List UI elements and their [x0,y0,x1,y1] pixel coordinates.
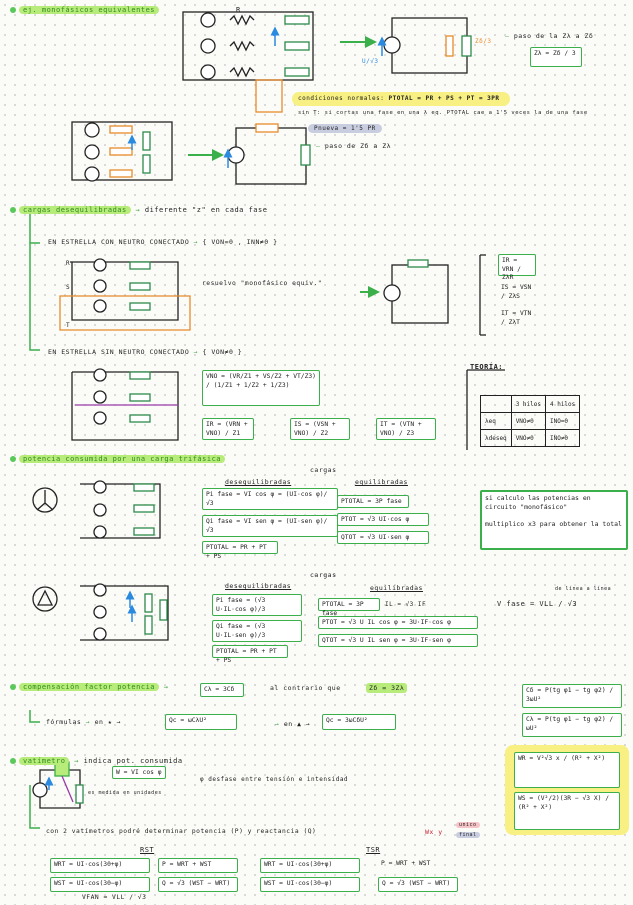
formula-IR2: IR = (VRN + VNO) / Z1 [202,418,254,440]
cargas-label-2: cargas [310,571,337,579]
medida-text: es medida en unidades [88,790,162,796]
highlight-cond [292,92,510,106]
desfase-text: φ desfase entre tensión e intensidad [200,776,349,783]
wxy-label: Wx y [425,828,443,836]
section-heading-1: ej. monofásicos equivalentes [10,6,160,14]
formula-clambda: Cλ = P(tg φ1 − tg φ2) / ωU² [522,713,622,737]
formula-WS: WS = (V²/2)(3R − √3 X) / (R² + X²) [514,792,620,830]
tsr-label: TSR [366,846,381,854]
en-delta: → en ▲ → [275,720,311,728]
pnueva-badge: Pnueva = 1'5 PR [308,124,382,133]
formula-t4: Q = √3 (WST − WRT) [378,877,458,892]
section-heading-5: vatímetro → indica pot. consumida [10,757,183,765]
formula-d-p: Pi fase = (√3 U·IL·cos φ)/3 [212,594,302,616]
section-title-3: potencia consumida por una carga trifási… [19,455,226,463]
deseq-label-2: desequilibradas [225,582,292,590]
dos-vatimetros: con 2 vatímetros podré determinar potenc… [46,828,317,835]
formula-y-e1: PTOTAL = 3P fase [337,495,409,508]
formula-IT: IT = VTN / ZλT [501,310,532,326]
teoria-title: TEORÍA: [470,363,504,371]
unico-badge: unico [456,822,480,828]
formula-IS: IS = VSN / ZλS [501,284,532,300]
estrella-con: EN ESTRELLA CON NEUTRO CONECTADO → { VON… [48,238,278,246]
formula-d-pt: PTOTAL = PR + PT + PS [212,645,288,664]
section-title-2: cargas desequilibradas [19,206,131,214]
phase-S: S [66,284,71,291]
estrella-sin: EN ESTRELLA SIN NEUTRO CONECTADO → { VON… [48,348,243,356]
deseq-label: desequilibradas [225,478,292,486]
formula-r1: WRT = UI·cos(30+φ) [50,858,150,873]
formula-IR: IR = VRN / ZλR [498,254,536,281]
vfase-formula: V fase = VLL / √3 [497,600,578,608]
paso2: — paso de Zδ a Zλ [316,142,392,150]
voltage-label: U [272,30,277,38]
formula-d-e1b: IL = √3 IF [385,601,427,608]
equil-label-2: equilibradas [370,584,423,592]
formula-y-e2: PTOT = √3 UI·cos φ [337,513,429,526]
formula-WR: WR = V²√3 x / (R² + X²) [514,752,620,788]
rst-label: RST [140,846,155,854]
formula-d-e1: PTOTAL = 3P fase [318,598,380,617]
formula-t2: WST = UI·cos(30−φ) [260,877,360,892]
section-heading-4: compensación factor potencia → [10,683,168,691]
formula-d-q: Qi fase = (√3 U·IL·sen φ)/3 [212,620,302,642]
voltage-sqrt3-label: U/√3 [362,58,379,65]
section-title-1: ej. monofásicos equivalentes [19,6,160,14]
formula-w: W = VI cos φ [112,766,166,779]
formula-r2: WST = UI·cos(30−φ) [50,877,150,892]
resuelvo-text: resuelvo "monofásico equiv." [202,280,323,287]
section-title-4: compensación factor potencia [19,683,160,691]
formula-y-p: Pi fase = VI cos φ = (UI·cos φ)/√3 [202,488,338,510]
formulas-line: fórmulas → en ★ → [46,718,122,726]
cond-note: sin T: si cortas una fase en una λ eq. P… [298,110,588,116]
note-box: si calculo las potencias en circuito "mo… [480,490,628,550]
formula-c2: Zδ = 3Zλ [366,683,408,693]
formula-r3: P = WRT + WST [158,858,238,873]
formula-c1: Cλ = 3Cδ [200,683,244,697]
resistor-label: R [236,6,241,14]
formula-IT2: IT = (VTN + VNO) / Z3 [376,418,436,440]
formula-IS2: IS = (VSN + VNO) / Z2 [290,418,350,440]
phase-R: R [66,260,71,267]
formula-y-e3: QTOT = √3 UI·sen φ [337,531,429,544]
formula-f1: Qc = ωCλU² [165,714,237,730]
formula-y-pt: PTOTAL = PR + PT + PS [202,541,278,560]
cond-label: condiciones normales: PTOTAL = PR + PS +… [298,95,500,102]
formula-t3: P = WRT + WST [381,860,431,867]
section-subtitle-2: diferente "z" en cada fase [144,206,268,214]
paso1: — paso de la Zλ a Zδ [505,32,594,40]
section-heading-3: potencia consumida por una carga trifási… [10,455,226,463]
equil-label: equilibradas [355,478,408,486]
formula-y-q: Qi fase = VI sen φ = (UI·sen φ)/√3 [202,515,338,537]
phase-T: T [66,322,71,329]
contrario-text: al contrario que [270,684,341,692]
zdelta-third-label: Zδ/3 [475,38,492,45]
vfase-note: de línea a línea [555,586,612,592]
vfan-formula: VFAN = VLL / √3 [82,894,147,901]
section-title-5: vatímetro [19,757,70,765]
formula-f2: Qc = 3ωCδU² [322,714,396,730]
formula-VNO: VNO = (VR/Z1 + VS/Z2 + VT/Z3) / (1/Z1 + … [202,370,320,406]
formula-d-e3: QTOT = √3 U IL sen φ = 3U·IF·sen φ [318,634,478,647]
formula-zlambda: Zλ = Zδ / 3 [530,47,582,67]
formula-d-e2: PTOT = √3 U IL cos φ = 3U·IF·cos φ [318,616,478,629]
formula-cdelta: Cδ = P(tg φ1 − tg φ2) / 3ωU² [522,684,622,708]
circuit-1a [182,11,314,81]
cargas-label: cargas [310,466,337,474]
formula-r4: Q = √3 (WST − WRT) [158,877,238,892]
section-subtitle-5: indica pot. consumida [83,757,183,765]
section-heading-2: cargas desequilibradas → diferente "z" e… [10,206,267,214]
final-badge: final [456,832,480,838]
formula-t1: WRT = UI·cos(30+φ) [260,858,360,873]
